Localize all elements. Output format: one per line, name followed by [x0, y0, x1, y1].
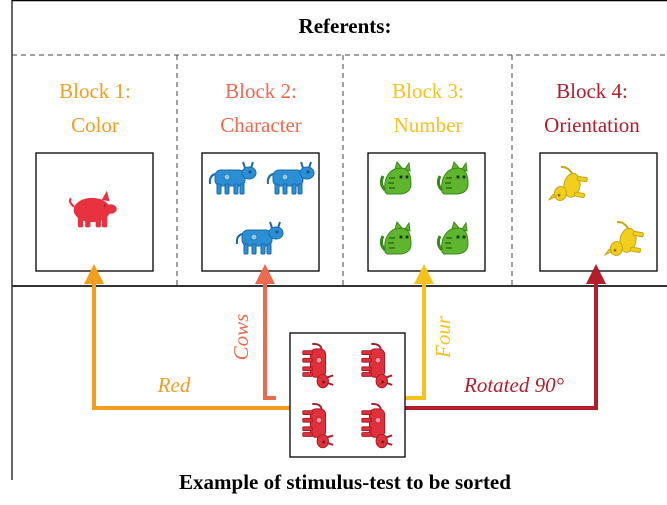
- arrow-cows: [255, 264, 276, 400]
- arrow-rotated: [405, 264, 606, 410]
- block-2-criterion: Character: [220, 113, 302, 137]
- block-4-card: [539, 152, 658, 272]
- column-dividers: [176, 55, 513, 286]
- block-2: Block 2: Character: [220, 79, 302, 137]
- block-4-criterion: Orientation: [544, 113, 640, 137]
- label-rotated: Rotated 90°: [463, 373, 565, 397]
- block-4: Block 4: Orientation: [544, 79, 640, 137]
- block-2-card: [201, 152, 320, 272]
- stimulus-card: [289, 332, 406, 458]
- block-3-title: Block 3:: [392, 79, 464, 103]
- outer-frame: [11, 0, 667, 480]
- block-3-criterion: Number: [394, 113, 463, 137]
- block-2-title: Block 2:: [225, 79, 297, 103]
- block-1: Block 1: Color: [59, 79, 131, 137]
- block-1-card: [35, 152, 154, 272]
- label-four: Four: [431, 315, 455, 359]
- block-3: Block 3: Number: [392, 79, 464, 137]
- arrow-red: [84, 264, 290, 410]
- label-red: Red: [157, 373, 191, 397]
- block-3-card: [367, 152, 486, 272]
- block-4-title: Block 4:: [556, 79, 628, 103]
- block-1-title: Block 1:: [59, 79, 131, 103]
- arrow-four: [405, 264, 434, 400]
- referents-title: Referents:: [299, 14, 392, 38]
- label-cows: Cows: [229, 314, 253, 361]
- block-1-criterion: Color: [71, 113, 119, 137]
- stimulus-caption: Example of stimulus-test to be sorted: [179, 470, 511, 494]
